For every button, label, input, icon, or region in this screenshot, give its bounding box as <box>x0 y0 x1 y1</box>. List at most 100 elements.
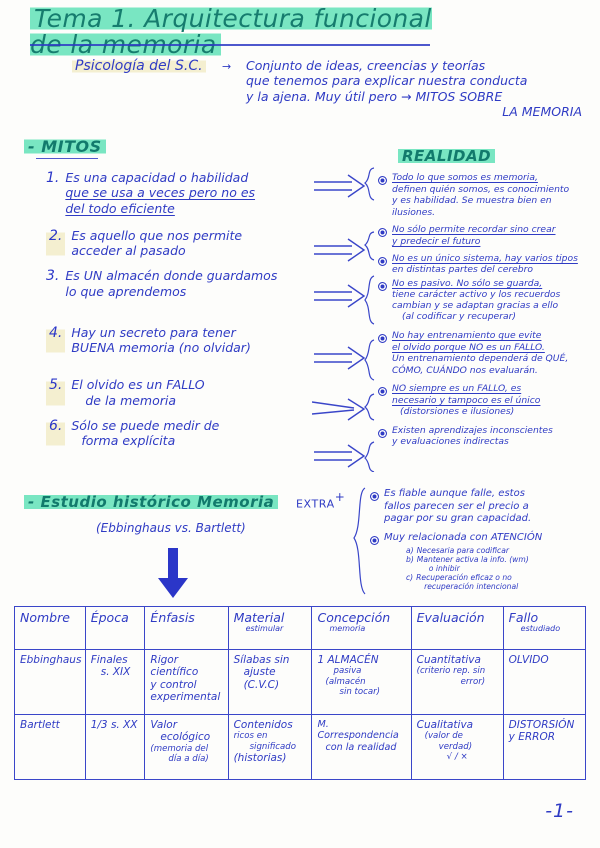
extra-subitem-tag: b) <box>406 554 414 564</box>
cell-epoca: 1/3 s. XX <box>84 714 146 780</box>
cell-line: DISTORSIÓN <box>508 719 575 731</box>
header-main: Época <box>90 610 129 625</box>
table-row: Bartlett 1/3 s. XX Valor ecológico (memo… <box>14 714 587 780</box>
realidad-line: No es pasivo. No sólo se guarda, <box>392 278 543 290</box>
down-arrow-icon <box>158 548 188 598</box>
realidad-item-3: No es un único sistema, hay varios tipos… <box>378 253 596 275</box>
cell-line: (valor de <box>424 731 463 742</box>
bullet-icon <box>378 334 387 344</box>
realidad-text: Existen aprendizajes inconscientes y eva… <box>392 425 553 448</box>
intro-line-1: Conjunto de ideas, creencias y teorías <box>246 58 486 73</box>
cell-evaluacion: Cuantitativa (criterio rep. sin error) <box>410 649 504 715</box>
header-main: Fallo <box>508 610 539 625</box>
cell-line: OLVIDO <box>508 654 549 666</box>
cell-line: y ERROR <box>508 731 556 744</box>
cell-line: Finales <box>90 654 128 666</box>
cell-material: Contenidos ricos en significado (histori… <box>227 714 313 780</box>
cell-line: ecológico <box>160 731 211 744</box>
cell-line: 1/3 s. XX <box>90 719 138 731</box>
realidad-item-1: Todo lo que somos es memoria, definen qu… <box>378 172 596 218</box>
cell-line: significado <box>249 741 296 752</box>
cell-line: Valor <box>150 719 178 731</box>
mito-text: El olvido es un FALLO de la memoria <box>71 377 204 408</box>
cell-line: pasiva <box>333 666 362 677</box>
cell-epoca: Finales s. XIX <box>84 649 146 715</box>
bullet-icon <box>378 387 387 397</box>
extra-subitem-line: o inhibir <box>428 563 460 573</box>
cell-line: (historias) <box>233 751 287 764</box>
intro-body: Conjunto de ideas, creencias y teorías q… <box>246 58 596 119</box>
realidad-text: No es un único sistema, hay varios tipos… <box>392 253 578 275</box>
extra-subitem-line: Necesaria para codificar <box>416 545 510 555</box>
realidad-line: en distintas partes del cerebro <box>392 264 534 276</box>
mito-item-1: 1. Es una capacidad o habilidad que se u… <box>46 170 316 216</box>
extra-line: fallos parecen ser el precio a <box>384 500 529 512</box>
header-main: Concepción <box>317 610 391 625</box>
estudio-heading: - Estudio histórico Memoria <box>24 492 279 511</box>
mito-line: Hay un secreto para tener <box>71 324 236 340</box>
extra-label: EXTRA+ <box>296 490 345 511</box>
cell-nombre: Bartlett <box>14 714 86 780</box>
intro-line-3: y la ajena. Muy útil pero → MITOS SOBRE <box>246 88 503 104</box>
mito-number: 1. <box>46 170 60 186</box>
cell-line: Sílabas sin <box>233 654 290 666</box>
cell-fallo: OLVIDO <box>502 649 587 715</box>
header-main: Nombre <box>20 610 70 625</box>
mito-text: Hay un secreto para tener BUENA memoria … <box>71 325 250 356</box>
estudio-heading-text: - Estudio histórico Memoria <box>24 493 279 511</box>
cell-line: Contenidos <box>233 719 293 731</box>
realidad-line: cambian y se adaptan gracias a ello <box>392 300 559 312</box>
mito-line: forma explícita <box>81 433 176 448</box>
extra-subitem-tag: a) <box>406 545 414 555</box>
intro-term: Psicología del S.C. <box>72 58 206 75</box>
mito-item-6: 6. Sólo se puede medir de forma explícit… <box>46 417 316 449</box>
bullet-icon <box>378 176 387 185</box>
realidad-item-4: No es pasivo. No sólo se guarda, tiene c… <box>378 278 596 322</box>
realidad-line: (distorsiones e ilusiones) <box>400 406 515 418</box>
cell-enfasis: Valor ecológico (memoria del día a día) <box>144 714 229 780</box>
cell-line: Rigor científico <box>150 654 199 679</box>
bullet-icon <box>378 282 387 292</box>
realidad-line: Existen aprendizajes inconscientes <box>392 424 553 436</box>
realidad-line: y es habilidad. Se muestra bien en <box>392 195 552 206</box>
cell-line: experimental <box>150 691 221 704</box>
mito-text: Es una capacidad o habilidad que se usa … <box>65 170 255 216</box>
bullet-icon <box>370 535 379 545</box>
table-header-cell: Material estimular <box>227 606 313 650</box>
extra-subitem-line: Mantener activa la info. (wm) <box>416 554 529 564</box>
cell-line: (almacén <box>325 676 366 687</box>
page-title-text: Tema 1. Arquitectura funcional de la mem… <box>30 4 432 60</box>
bullet-icon <box>370 492 379 501</box>
table-header-cell: Época <box>84 606 146 650</box>
title-underline <box>30 44 430 46</box>
extra-text: Muy relacionada con ATENCIÓN <box>384 532 542 545</box>
realidad-item-7: Existen aprendizajes inconscientes y eva… <box>378 425 596 448</box>
realidad-line: CÓMO, CUÁNDO nos evaluarán. <box>392 364 538 376</box>
realidad-text: Todo lo que somos es memoria, definen qu… <box>392 172 569 218</box>
extra-subitem-b: b) Mantener activa la info. (wm) o inhib… <box>406 555 596 573</box>
realidad-line: Todo lo que somos es memoria, <box>392 172 538 183</box>
mitos-heading: - MITOS <box>24 137 106 156</box>
table-header-row: Nombre Época Énfasis Material estimular … <box>14 606 587 650</box>
realidad-line: Un entrenamiento dependerá de QUÉ, <box>392 353 569 365</box>
header-sub: estudiado <box>520 623 561 633</box>
mito-number: 4. <box>46 324 66 356</box>
mito-line: El olvido es un FALLO <box>71 377 205 393</box>
extra-line: Muy relacionada con ATENCIÓN <box>384 531 543 543</box>
extra-plus: + <box>334 490 345 504</box>
realidad-text: NO siempre es un FALLO, es necesario y t… <box>392 383 540 418</box>
mito-number: 5. <box>46 377 66 408</box>
cell-concepcion: M. Correspondencia con la realidad <box>311 714 412 780</box>
bullet-icon <box>378 428 387 438</box>
mito-text: Es aquello que nos permite acceder al pa… <box>71 228 242 259</box>
realidad-line: No sólo permite recordar sino crear <box>392 224 556 235</box>
mito-number: 2. <box>46 227 66 259</box>
mito-item-5: 5. El olvido es un FALLO de la memoria <box>46 377 316 408</box>
mito-line: Sólo se puede medir de <box>71 417 220 433</box>
extra-subitem-tag: c) <box>406 572 414 582</box>
realidad-item-5: No hay entrenamiento que evite el olvido… <box>378 330 596 376</box>
realidad-line: tiene carácter activo y los recuerdos <box>392 289 561 301</box>
cell-line: Cualitativa <box>416 719 474 731</box>
extra-item-2: Muy relacionada con ATENCIÓN <box>370 532 596 545</box>
